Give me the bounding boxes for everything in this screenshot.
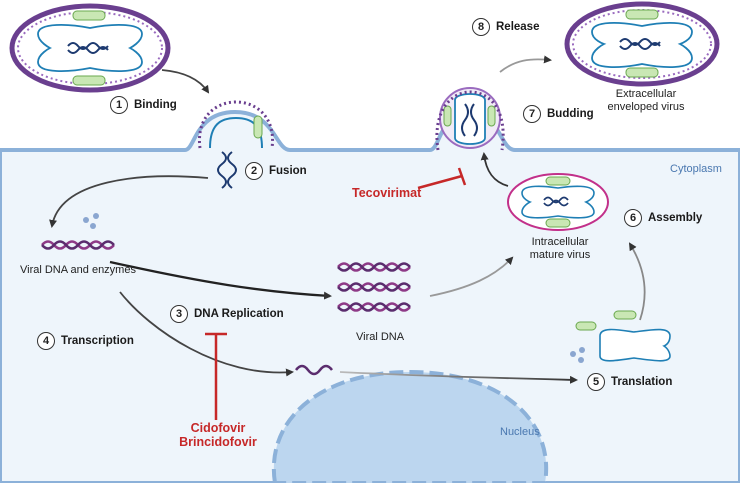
- step-number: 1: [110, 96, 128, 114]
- imv-label-line2: mature virus: [529, 249, 591, 261]
- viral-dna-enzymes-icon: [41, 213, 115, 250]
- step-number: 2: [245, 162, 263, 180]
- incoming-virus: [9, 3, 171, 93]
- cidofovir-inhibitor: [205, 332, 227, 420]
- tecovirimat-label: Tecovirimat: [352, 186, 422, 200]
- step-dna-replication: 3 DNA Replication: [170, 305, 284, 323]
- brincidofovir-label: Brincidofovir: [179, 435, 257, 449]
- step-assembly: 6 Assembly: [624, 209, 702, 227]
- nucleus-label: Nucleus: [500, 426, 540, 438]
- step-number: 4: [37, 332, 55, 350]
- cytoplasm-label: Cytoplasm: [670, 163, 722, 175]
- step-transcription: 4 Transcription: [37, 332, 134, 350]
- extracellular-virus: [564, 1, 720, 87]
- step-label: Budding: [547, 108, 594, 120]
- step-label: Transcription: [61, 335, 134, 347]
- step-number: 3: [170, 305, 188, 323]
- eev-label: Extracellular enveloped virus: [596, 88, 696, 114]
- viral-proteins: [570, 310, 671, 363]
- step-translation: 5 Translation: [587, 373, 672, 391]
- binding-virus: [197, 100, 275, 189]
- budding-virus: [435, 87, 505, 151]
- step-fusion: 2 Fusion: [245, 162, 307, 180]
- imv-label: Intracellular mature virus: [520, 236, 600, 262]
- tecovirimat-inhibitor: [417, 167, 467, 190]
- step-number: 5: [587, 373, 605, 391]
- viral-dna-strands: [337, 262, 411, 312]
- step-number: 8: [472, 18, 490, 36]
- step-label: Fusion: [269, 165, 307, 177]
- viral-dna-label: Viral DNA: [356, 331, 405, 343]
- step-label: DNA Replication: [194, 308, 284, 320]
- step-release: 8 Release: [472, 18, 539, 36]
- mrna-strand: [295, 364, 333, 376]
- viral-dna-enzymes-label: Viral DNA and enzymes: [20, 264, 136, 276]
- cidofovir-brincidofovir-label: Cidofovir Brincidofovir: [178, 421, 258, 449]
- imv-label-line1: Intracellular: [531, 236, 589, 248]
- eev-label-line2: enveloped virus: [607, 101, 685, 113]
- nucleus: [271, 369, 549, 483]
- step-number: 7: [523, 105, 541, 123]
- step-label: Release: [496, 21, 540, 33]
- step-label: Binding: [134, 99, 177, 111]
- step-label: Translation: [611, 376, 673, 388]
- cidofovir-label: Cidofovir: [190, 421, 246, 435]
- intracellular-mature-virus: [507, 173, 609, 231]
- eev-label-line1: Extracellular: [615, 88, 677, 100]
- step-binding: 1 Binding: [110, 96, 177, 114]
- step-budding: 7 Budding: [523, 105, 594, 123]
- flow-arrows: [49, 55, 646, 384]
- step-number: 6: [624, 209, 642, 227]
- step-label: Assembly: [648, 212, 703, 224]
